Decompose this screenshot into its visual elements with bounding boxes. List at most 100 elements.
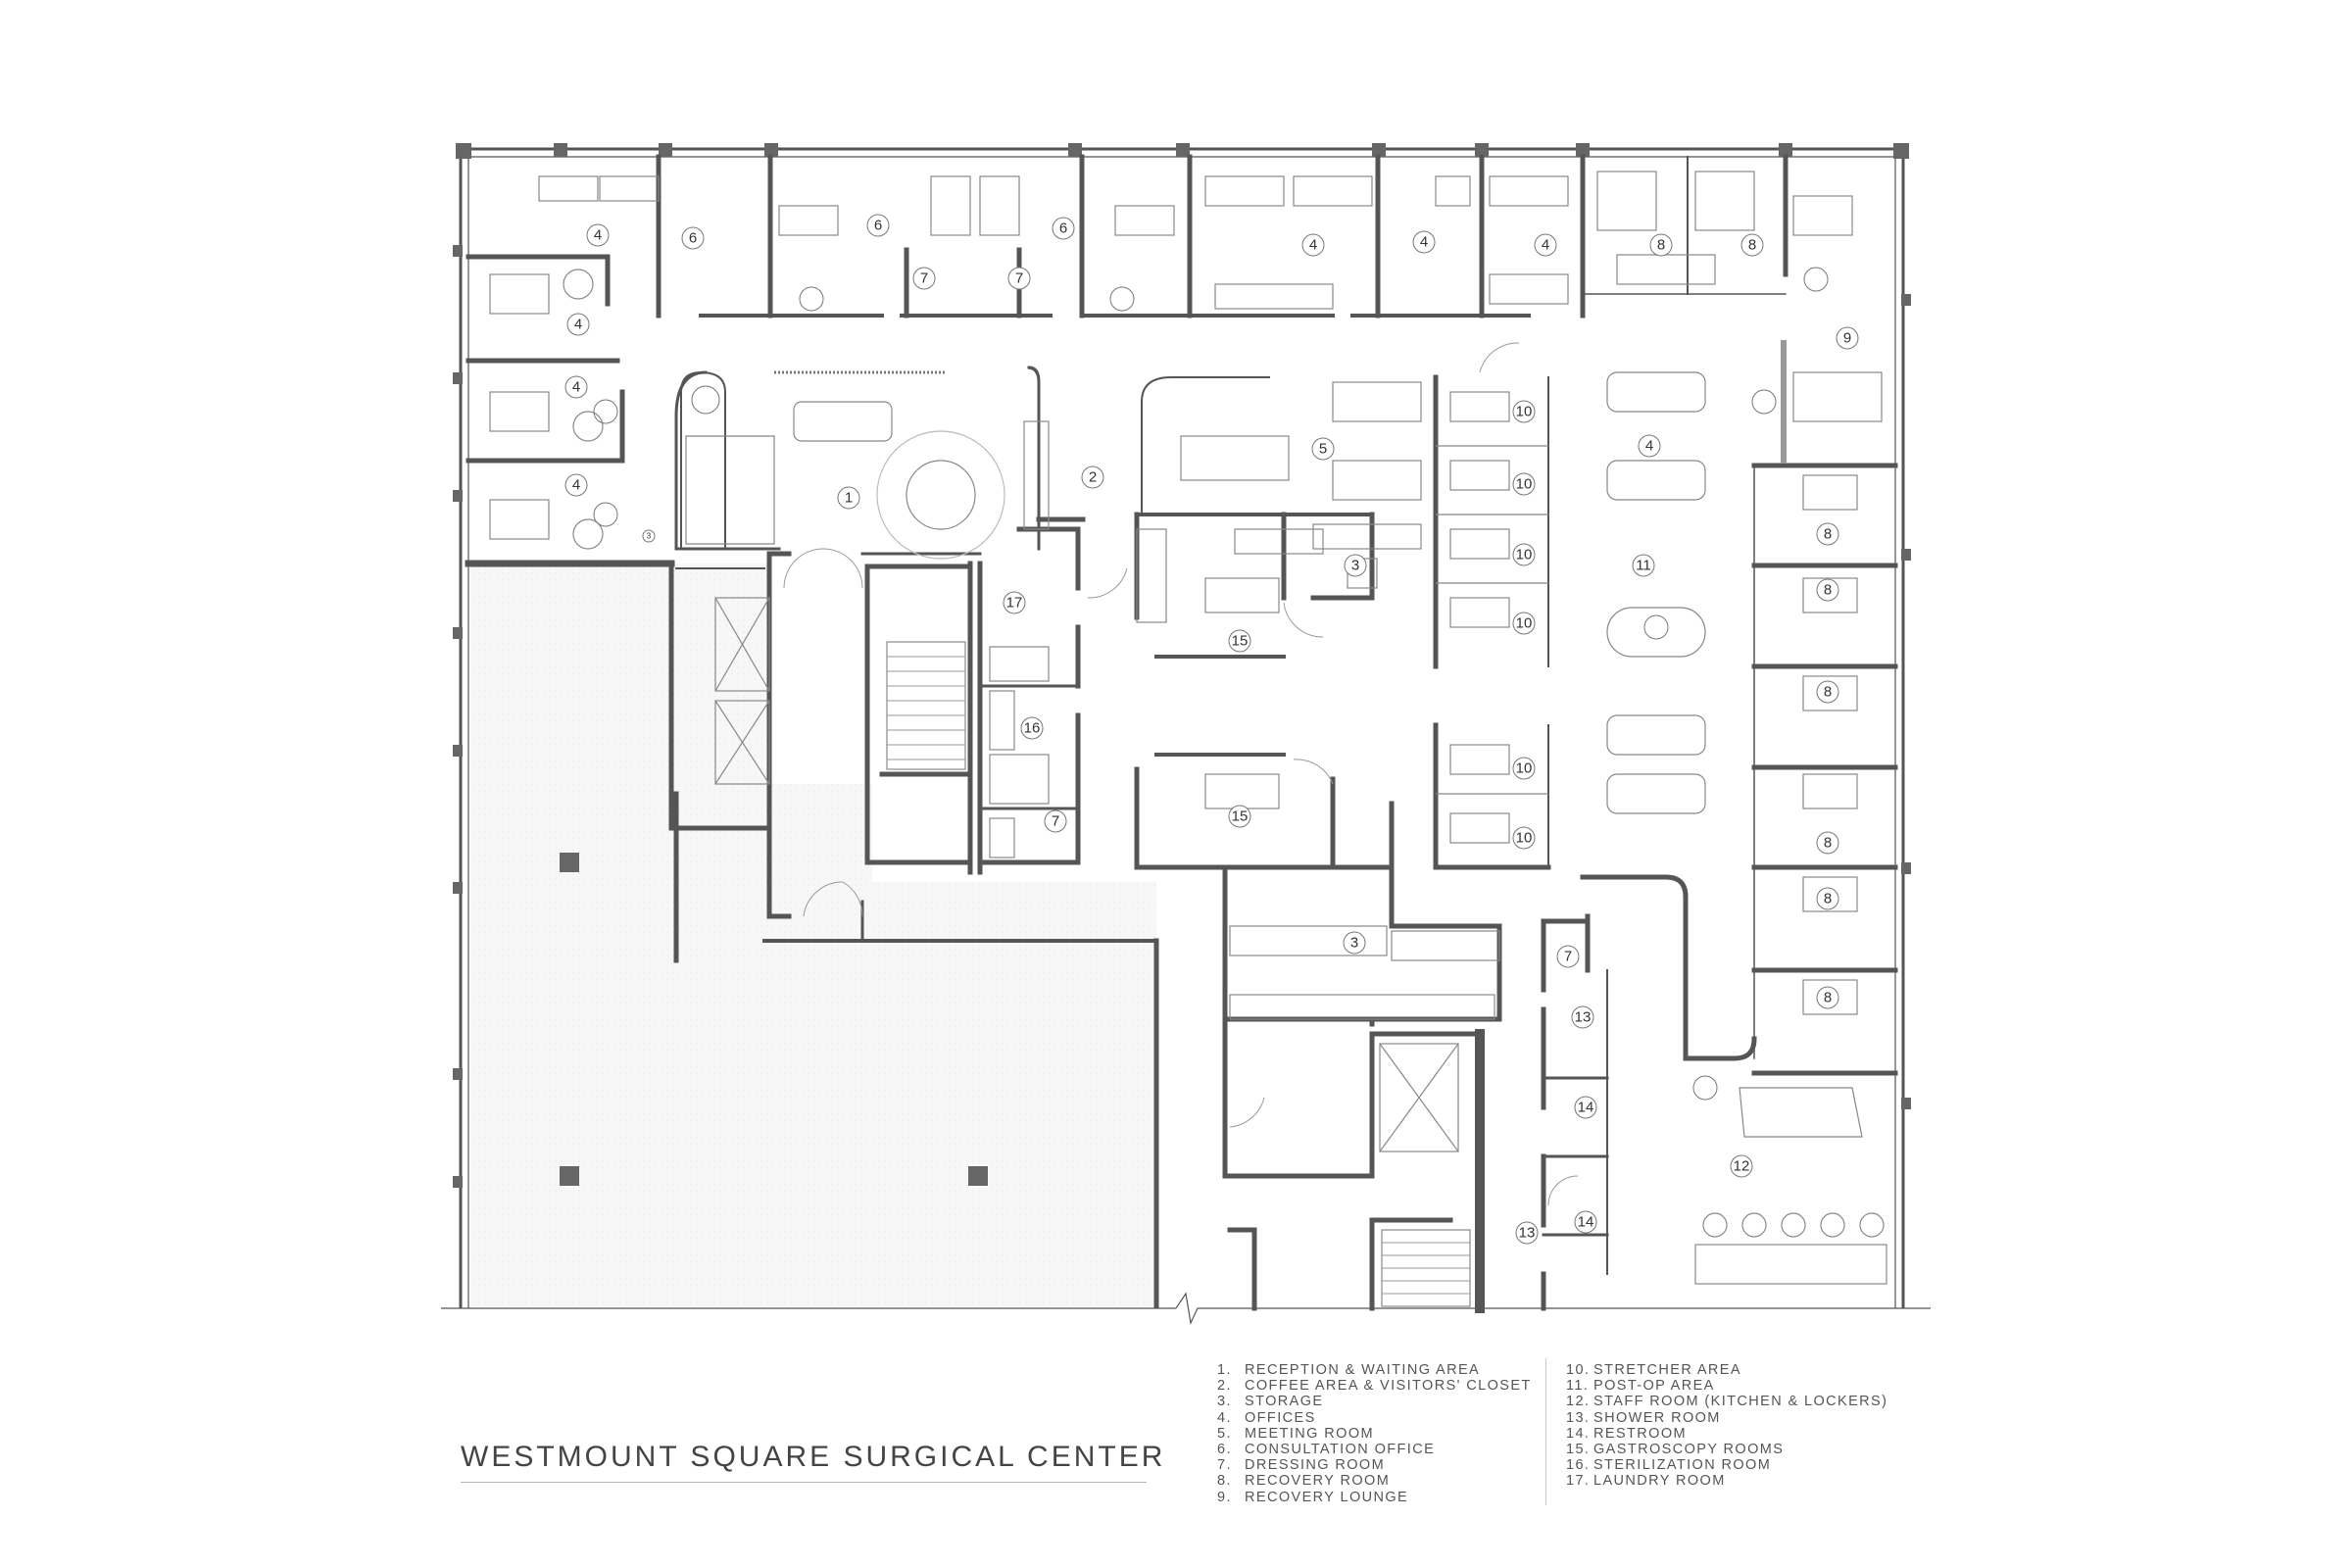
svg-text:4: 4 xyxy=(572,477,580,494)
legend-number: 1. xyxy=(1217,1362,1232,1378)
room-tag: 8 xyxy=(1816,578,1839,602)
room-tag: 10 xyxy=(1512,400,1536,423)
svg-text:13: 13 xyxy=(1519,1225,1536,1242)
svg-text:10: 10 xyxy=(1516,476,1533,493)
title-underline xyxy=(461,1482,1147,1483)
svg-text:10: 10 xyxy=(1516,830,1533,847)
room-tag: 8 xyxy=(1740,233,1764,257)
legend-number: 9. xyxy=(1217,1489,1232,1505)
legend-label: STRETCHER AREA xyxy=(1593,1362,1741,1378)
legend-item: 9. RECOVERY LOUNGE xyxy=(1217,1490,1532,1505)
room-tag: 14 xyxy=(1574,1096,1597,1119)
legend-number: 8. xyxy=(1217,1473,1232,1490)
legend-label: GASTROSCOPY ROOMS xyxy=(1593,1442,1785,1458)
room-tag: 14 xyxy=(1574,1210,1597,1234)
legend-label: DRESSING ROOM xyxy=(1245,1457,1386,1474)
room-tag: 7 xyxy=(1556,945,1580,968)
room-tag: 15 xyxy=(1228,629,1251,653)
svg-text:5: 5 xyxy=(1319,441,1327,458)
legend-label: MEETING ROOM xyxy=(1245,1425,1374,1442)
svg-text:17: 17 xyxy=(1006,595,1023,612)
plan-title: WESTMOUNT SQUARE SURGICAL CENTER xyxy=(461,1441,1166,1473)
room-tag: 6 xyxy=(1052,217,1075,240)
room-tag: 4 xyxy=(1638,434,1661,458)
svg-text:8: 8 xyxy=(1824,990,1832,1006)
legend-label: CONSULTATION OFFICE xyxy=(1245,1442,1436,1458)
room-tag: 4 xyxy=(564,473,588,497)
svg-text:8: 8 xyxy=(1824,891,1832,907)
svg-text:6: 6 xyxy=(1059,220,1067,237)
legend-number: 17. xyxy=(1566,1473,1591,1490)
room-tag: 4 xyxy=(1412,230,1436,254)
room-tag: 2 xyxy=(1081,466,1104,489)
lower-left-shell xyxy=(470,564,1156,1306)
svg-text:1: 1 xyxy=(845,490,853,507)
furniture-outlines xyxy=(489,171,1887,1307)
svg-text:7: 7 xyxy=(920,270,928,287)
svg-text:8: 8 xyxy=(1824,835,1832,852)
legend-item: 4. OFFICES xyxy=(1217,1410,1532,1426)
legend-label: POST-OP AREA xyxy=(1593,1378,1715,1395)
legend-item: 17.LAUNDRY ROOM xyxy=(1566,1473,1887,1489)
room-tag: 8 xyxy=(1649,233,1673,257)
room-tag: 5 xyxy=(1311,437,1335,461)
legend-number: 11. xyxy=(1566,1378,1590,1395)
legend-label: COFFEE AREA & VISITORS' CLOSET xyxy=(1245,1378,1532,1395)
svg-text:15: 15 xyxy=(1232,633,1249,650)
room-tag: 8 xyxy=(1816,680,1839,704)
legend-divider xyxy=(1545,1358,1546,1505)
room-tag: 4 xyxy=(1534,233,1557,257)
legend-number: 15. xyxy=(1566,1442,1591,1458)
legend-label: STORAGE xyxy=(1245,1394,1324,1410)
legend-label: SHOWER ROOM xyxy=(1593,1409,1721,1426)
svg-text:4: 4 xyxy=(572,379,580,396)
legend-item: 13.SHOWER ROOM xyxy=(1566,1410,1887,1426)
svg-text:3: 3 xyxy=(1350,935,1358,952)
room-tag: 10 xyxy=(1512,612,1536,635)
legend-number: 4. xyxy=(1217,1409,1232,1426)
room-tag: 9 xyxy=(1836,326,1859,350)
legend-number: 7. xyxy=(1217,1457,1232,1474)
legend-label: STAFF ROOM (KITCHEN & LOCKERS) xyxy=(1593,1394,1888,1410)
room-tag: 3 xyxy=(1343,931,1366,955)
legend-label: RECEPTION & WAITING AREA xyxy=(1245,1362,1481,1378)
svg-text:8: 8 xyxy=(1824,684,1832,701)
legend-label: STERILIZATION ROOM xyxy=(1593,1457,1772,1474)
legend-number: 14. xyxy=(1566,1425,1591,1442)
legend-label: OFFICES xyxy=(1245,1409,1316,1426)
legend-item: 7. DRESSING ROOM xyxy=(1217,1457,1532,1473)
svg-text:14: 14 xyxy=(1578,1100,1594,1116)
svg-text:4: 4 xyxy=(1542,237,1549,254)
legend-label: RECOVERY LOUNGE xyxy=(1245,1489,1409,1505)
room-tag: 7 xyxy=(1007,267,1031,290)
svg-text:14: 14 xyxy=(1578,1214,1594,1231)
room-tag: 16 xyxy=(1020,716,1044,740)
svg-text:8: 8 xyxy=(1824,526,1832,543)
svg-text:8: 8 xyxy=(1824,582,1832,599)
room-tag: 10 xyxy=(1512,826,1536,850)
legend-item: 5.MEETING ROOM xyxy=(1217,1426,1532,1442)
room-tag: 4 xyxy=(1301,233,1325,257)
legend-item: 6.CONSULTATION OFFICE xyxy=(1217,1442,1532,1457)
svg-text:15: 15 xyxy=(1232,808,1249,825)
legend-number: 3. xyxy=(1217,1394,1232,1410)
stair-treads xyxy=(887,656,1470,1295)
room-tag: 8 xyxy=(1816,831,1839,855)
svg-text:11: 11 xyxy=(1636,558,1651,574)
svg-text:10: 10 xyxy=(1516,404,1533,420)
svg-text:13: 13 xyxy=(1575,1009,1592,1026)
room-tag: 4 xyxy=(564,375,588,399)
room-tag: 4 xyxy=(566,313,590,336)
room-tag: 7 xyxy=(912,267,936,290)
room-tag: 4 xyxy=(586,223,610,247)
legend-label: LAUNDRY ROOM xyxy=(1593,1473,1726,1490)
svg-text:6: 6 xyxy=(689,230,697,247)
room-tag: 3 xyxy=(1344,554,1367,577)
legend-item: 16.STERILIZATION ROOM xyxy=(1566,1457,1887,1473)
legend-number: 16. xyxy=(1566,1457,1591,1474)
svg-text:8: 8 xyxy=(1748,237,1756,254)
svg-text:9: 9 xyxy=(1843,330,1851,347)
legend-item: 2.COFFEE AREA & VISITORS' CLOSET xyxy=(1217,1378,1532,1394)
